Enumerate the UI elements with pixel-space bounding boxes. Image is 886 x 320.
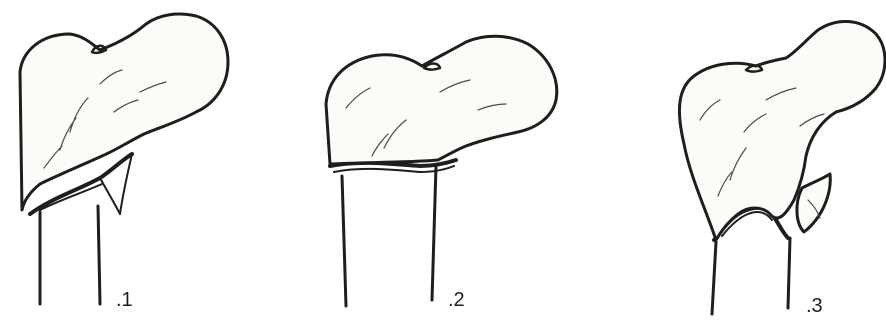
panel-3-shaft [712, 238, 790, 314]
panel-2-femur [326, 36, 557, 306]
panel-2-shaft [342, 166, 436, 306]
panel-1-fracture-line-inner [40, 184, 102, 210]
panel-3-bone-fragment [797, 174, 830, 232]
panel-3-head-neck [679, 21, 885, 240]
panel-1-femur [20, 14, 228, 304]
panel-1-head-neck [20, 14, 228, 210]
panel-1-shaft [40, 206, 100, 304]
panel-1-distal-rim [100, 154, 132, 214]
panel-3-label: .3 [806, 295, 823, 317]
panel-2-label: .2 [448, 289, 465, 311]
panel-3-femur [679, 21, 885, 314]
panel-2-head-neck [326, 36, 557, 164]
panel-1-label: .1 [116, 289, 133, 311]
